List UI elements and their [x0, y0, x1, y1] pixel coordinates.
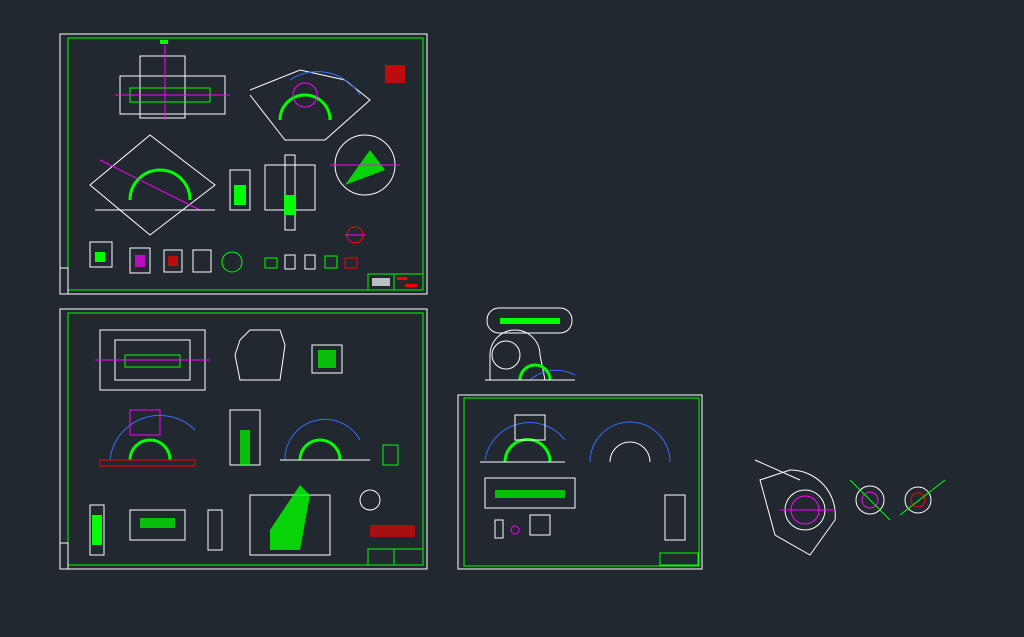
part-details: [229, 134, 400, 244]
title-block: [367, 273, 424, 291]
sheet-border: [67, 312, 424, 566]
side-strip: [59, 542, 69, 570]
sheet-border: [463, 397, 700, 567]
drawing-sheet-1[interactable]: [59, 33, 428, 295]
title-block: [659, 552, 699, 566]
drawing-sheet-2[interactable]: [59, 308, 428, 570]
bottom-details: [89, 485, 381, 556]
front-view: [115, 40, 230, 120]
sheet-frame: [457, 394, 703, 570]
sheet3-views: [480, 414, 686, 541]
gearbox-top-view[interactable]: [485, 307, 576, 381]
title-block: [367, 525, 424, 566]
side-section-view: [249, 65, 405, 141]
small-parts-row: [89, 241, 358, 274]
sheet-border: [67, 37, 424, 291]
section-views: [99, 409, 399, 467]
side-strip: [59, 267, 69, 295]
small-gear-detail-a[interactable]: [849, 479, 891, 521]
sheet-frame: [59, 33, 428, 295]
drawing-sheet-3[interactable]: [457, 394, 703, 570]
rotated-view: [89, 134, 216, 236]
small-gear-detail-b[interactable]: [899, 479, 946, 516]
assembly-top-view: [95, 329, 210, 391]
sheet-frame: [59, 308, 428, 570]
gear-housing-section[interactable]: [754, 459, 836, 556]
housing-detail: [234, 329, 343, 381]
